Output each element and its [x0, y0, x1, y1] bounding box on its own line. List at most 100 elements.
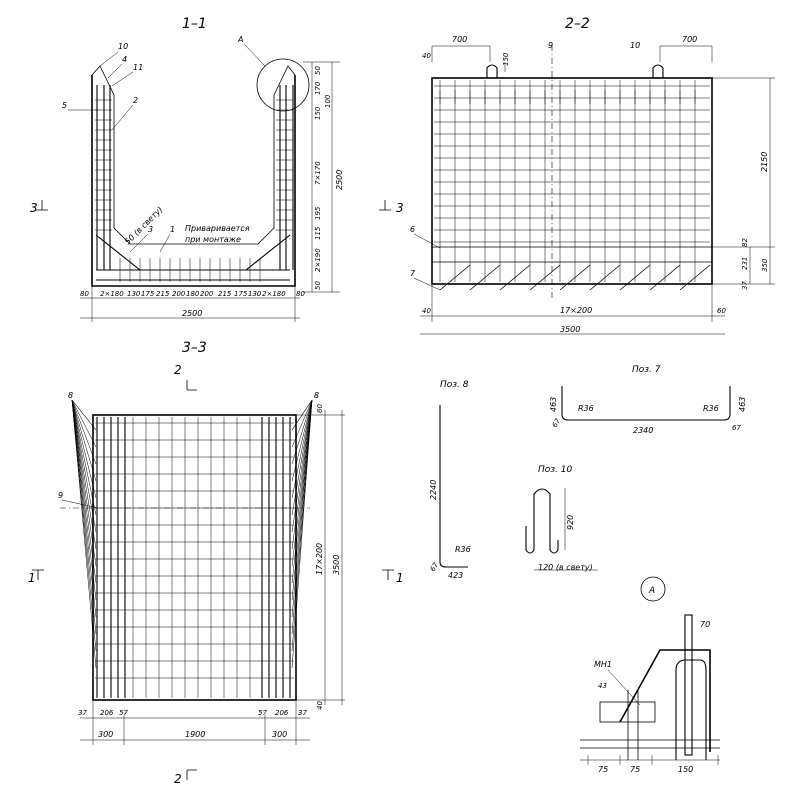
b22-17x200: 17×200: [560, 306, 592, 315]
callout-5: 5: [62, 101, 67, 110]
diag-bar: [469, 264, 501, 291]
pos-7-angle-left: 67: [551, 417, 563, 429]
plan-right-dim-lines: [296, 410, 345, 705]
embedded-plate: [599, 701, 656, 723]
haunch-bars: [95, 234, 291, 271]
pos-7-length: 2340: [633, 426, 653, 435]
pos-10-title: Поз. 10: [538, 465, 573, 475]
right-fan-leader: [291, 399, 313, 533]
callout-3: 3: [148, 225, 153, 234]
left-fan-leader: [71, 399, 97, 465]
right-fan-leader: [291, 399, 313, 448]
pb-300-r: 300: [272, 730, 287, 739]
bdim-10: 130: [248, 290, 262, 298]
s22-right-dimensions: 2150 82 350 231 37: [712, 77, 775, 290]
left-fan-leader: [71, 399, 97, 652]
left-fan-leader: [71, 399, 97, 669]
tdim-40: 40: [422, 52, 431, 60]
cut-1-left-label: 1: [28, 571, 36, 585]
diag-bar: [439, 264, 471, 291]
detail-a-leader: [243, 43, 266, 67]
pb-206-r: 206: [275, 709, 289, 717]
right-wall-bars: [276, 85, 294, 270]
right-fan-leader: [291, 399, 313, 550]
callout-9-top: 9: [548, 41, 553, 50]
bottom-dim-lines: [80, 286, 300, 322]
left-wall-bars: [95, 85, 112, 270]
bottom-diagonal-bars: [439, 264, 711, 291]
pos-8-radius: R36: [455, 545, 471, 554]
left-fan-leader: [71, 399, 97, 567]
mh1-leader: [607, 669, 641, 706]
pb-37-r: 37: [298, 709, 307, 717]
callout-10: 10: [118, 42, 128, 51]
callout-9-plan: 9: [58, 491, 63, 500]
callout-6: 6: [410, 225, 415, 234]
lifting-loop-right: [652, 64, 664, 78]
callout-1: 1: [170, 225, 175, 234]
detail-a: A МН1 70 43 75 75 150: [580, 576, 720, 774]
plan-grid: [95, 417, 294, 698]
dim-115: 115: [314, 226, 322, 240]
pos-7-angle-right: 67: [732, 424, 741, 432]
b22-40: 40: [422, 307, 431, 315]
dim-50-top: 50: [314, 66, 322, 75]
section-3-3: 3–3 2 2 1 1 8 8 9 60 17×200 3500 40 37 2…: [28, 340, 404, 786]
cut-2-bottom-label: 2: [174, 772, 182, 786]
right-fan-leader: [291, 399, 313, 567]
callout-10-top: 10: [630, 41, 640, 50]
diag-bar: [619, 264, 651, 291]
pos-10-loop: [525, 488, 559, 554]
vertical-rebar: [684, 614, 693, 756]
dim-150: 150: [314, 106, 322, 120]
bdim-7: 200: [200, 290, 214, 298]
pos-8-height: 2240: [429, 480, 438, 500]
dim-2500-total: 2500: [182, 309, 202, 318]
pos-7-left-height: 463: [549, 397, 558, 412]
bottom-band-lines: [432, 246, 712, 263]
bdim-1: 2×180: [100, 290, 124, 298]
pos-8-title: Поз. 8: [440, 380, 469, 390]
tdim-700-left: 700: [452, 35, 467, 44]
s11-right-dimensions: 50 170 100 150 7×170 195 115 2×190 50 25…: [303, 61, 344, 293]
pos-10-detail: Поз. 10 920 120 (в свету): [525, 465, 598, 572]
left-callout-leaders: [413, 233, 441, 291]
bdim-5: 200: [172, 290, 186, 298]
pb-206-l: 206: [100, 709, 114, 717]
s11-callouts: 10 4 11 5 2 3 1: [62, 42, 175, 253]
elevation-grid: [434, 80, 710, 282]
tdim-150: 150: [502, 52, 510, 66]
rdim-231: 231: [741, 257, 749, 270]
b22-3500: 3500: [560, 325, 580, 334]
right-fan-leader: [291, 399, 313, 601]
diag-bar: [529, 264, 561, 291]
right-fan-leader: [291, 399, 313, 482]
s33-bottom-dimensions: 37 206 57 57 206 37 300 1900 300: [78, 700, 310, 745]
rdim-2150: 2150: [760, 152, 769, 172]
left-fan-leader: [71, 399, 97, 601]
pos-7-title: Поз. 7: [632, 365, 661, 375]
plan-callout-leaders: [61, 399, 313, 509]
pos-10-dim-lines: [534, 488, 598, 571]
elevation-outline: [431, 77, 713, 285]
section-title-2-2: 2–2: [565, 16, 590, 32]
detail-a-label: A: [237, 35, 243, 44]
pos-8-length: 423: [448, 571, 463, 580]
pos-8-bar: [439, 405, 468, 568]
detail-a-circle: [256, 58, 310, 112]
right-top-cap: [273, 65, 296, 96]
right-dim-lines-22: [712, 77, 775, 285]
right-fan-leader: [291, 399, 313, 499]
pos-7-radius-right: R36: [703, 404, 719, 413]
detail-a-dim-75-a: 75: [598, 765, 608, 774]
left-fan-leader: [71, 399, 97, 550]
bdim-3: 175: [141, 290, 155, 298]
right-fan-leader: [291, 399, 313, 465]
left-fan-leader: [71, 399, 97, 516]
cut-3-right-label: 3: [396, 201, 404, 215]
detail-a-bubble: [640, 576, 666, 602]
top-dim-lines: [431, 45, 713, 72]
tdim-700-right: 700: [682, 35, 697, 44]
right-fan-leader: [291, 399, 313, 584]
callout-8-right: 8: [314, 391, 319, 400]
